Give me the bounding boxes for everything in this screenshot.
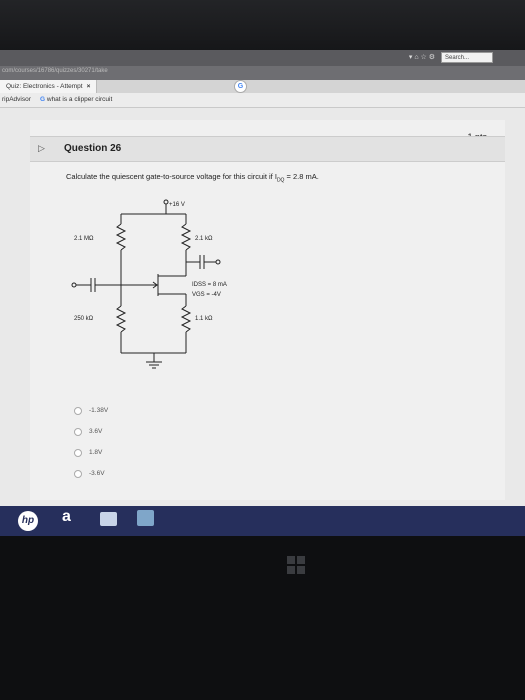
taskbar <box>0 506 525 536</box>
tab-label: Quiz: Electronics - Attempt <box>6 83 83 90</box>
monitor-bezel <box>0 0 525 50</box>
supply-label: +16 V <box>169 202 185 208</box>
bookmark-ripadvisor[interactable]: ripAdvisor <box>2 96 31 103</box>
taskbar-app-icon[interactable] <box>100 512 117 526</box>
windows-logo-icon <box>287 556 305 574</box>
bookmarks-bar: ripAdvisor G what is a clipper circuit <box>0 93 525 108</box>
answer-option[interactable]: -1.38V <box>74 400 108 421</box>
rs-label: 1.1 kΩ <box>195 316 213 322</box>
question-header: ▷ Question 26 <box>30 136 505 162</box>
quiz-page: 1 pts ▷ Question 26 Calculate the quiesc… <box>30 120 505 500</box>
question-text: Calculate the quiescent gate-to-source v… <box>66 172 319 184</box>
hp-logo[interactable]: hp <box>18 511 38 531</box>
taskbar-store-icon[interactable] <box>137 510 154 526</box>
bookmark-clipper[interactable]: G what is a clipper circuit <box>40 96 113 103</box>
answer-option[interactable]: 1.8V <box>74 442 108 463</box>
browser-titlebar: ▾ ⌂ ☆ ⚙ Search... <box>0 50 525 66</box>
amazon-icon[interactable]: a <box>62 508 71 525</box>
search-input[interactable]: Search... <box>441 52 493 63</box>
nav-icons[interactable]: ▾ ⌂ ☆ ⚙ <box>408 54 435 61</box>
answer-options: -1.38V 3.6V 1.8V -3.6V <box>74 400 108 484</box>
idss-label: IDSS = 8 mA <box>192 282 227 288</box>
address-text: com/courses/16786/quizzes/30271/take <box>2 68 108 74</box>
radio-button[interactable] <box>74 469 82 478</box>
google-icon[interactable]: G <box>234 80 247 93</box>
rd-label: 2.1 kΩ <box>195 236 213 242</box>
address-bar[interactable]: com/courses/16786/quizzes/30271/take <box>0 66 525 80</box>
flag-icon[interactable]: ▷ <box>38 143 45 153</box>
close-icon[interactable]: × <box>86 83 91 90</box>
laptop-screen: ▾ ⌂ ☆ ⚙ Search... com/courses/16786/quiz… <box>0 50 525 520</box>
google-small-icon: G <box>40 96 46 103</box>
radio-button[interactable] <box>74 406 82 415</box>
answer-option[interactable]: -3.6V <box>74 463 108 484</box>
vgs-label: VGS = -4V <box>192 292 221 298</box>
question-title: Question 26 <box>64 143 122 154</box>
r1-label: 2.1 MΩ <box>74 236 94 242</box>
r2-label: 250 kΩ <box>74 316 94 322</box>
tab-row: Quiz: Electronics - Attempt× <box>0 80 525 93</box>
radio-button[interactable] <box>74 448 82 457</box>
tab-quiz[interactable]: Quiz: Electronics - Attempt× <box>0 80 98 93</box>
radio-button[interactable] <box>74 427 82 436</box>
jfet-circuit-diagram: +16 V 2.1 MΩ 2.1 kΩ 250 kΩ 1.1 kΩ IDSS =… <box>71 199 227 369</box>
answer-option[interactable]: 3.6V <box>74 421 108 442</box>
